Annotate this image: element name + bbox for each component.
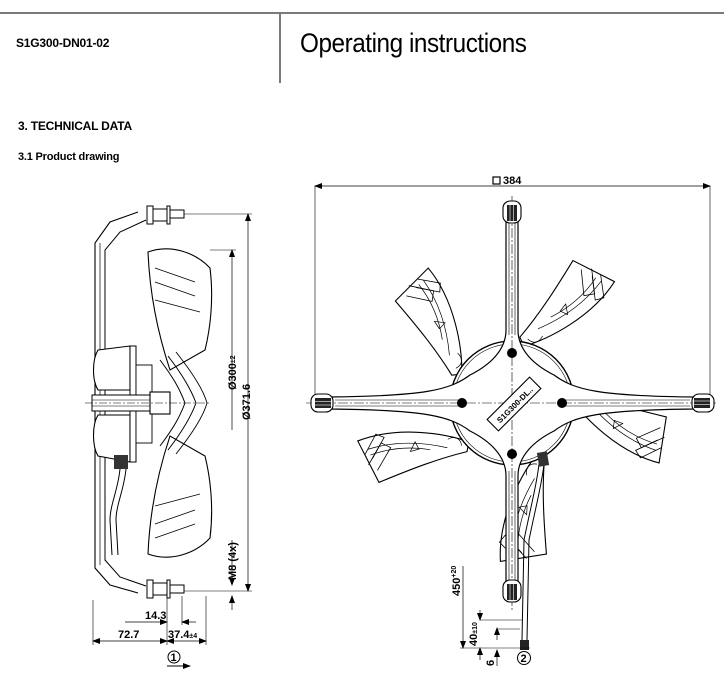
front-view: S1G300-DL.. — [306, 183, 718, 666]
square-symbol-icon — [492, 176, 501, 185]
dim-depth-a: 72.7 — [118, 629, 139, 641]
dim-cable-length: 450+20 — [451, 566, 463, 596]
header-divider — [279, 12, 281, 83]
side-view-labels: Ø300±2 Ø371.6 M8 (4x) 14.3 72.7 37.4±4 1 — [118, 355, 253, 664]
section-heading: 3. TECHNICAL DATA — [18, 119, 132, 133]
dim-depth-b: 37.4±4 — [168, 629, 197, 641]
dim-end-length: 6 — [485, 660, 497, 666]
front-view-labels: 384 450+20 40±10 6 2 — [451, 175, 527, 666]
callout-1: 1 — [171, 652, 177, 664]
subsection-heading: 3.1 Product drawing — [18, 151, 120, 163]
dim-impeller-diameter: Ø300±2 — [227, 355, 239, 390]
dim-mount-diameter: Ø371.6 — [241, 384, 253, 420]
document-code: S1G300-DN01-02 — [16, 36, 110, 50]
dim-strip-length: 40±10 — [468, 622, 480, 646]
dim-offset: 14.3 — [145, 610, 166, 622]
header-rule — [0, 12, 724, 14]
dim-thread: M8 (4x) — [227, 542, 239, 580]
dim-width: 384 — [503, 175, 522, 187]
side-view — [85, 205, 252, 669]
callout-2: 2 — [521, 653, 527, 665]
page-title: Operating instructions — [300, 28, 527, 58]
